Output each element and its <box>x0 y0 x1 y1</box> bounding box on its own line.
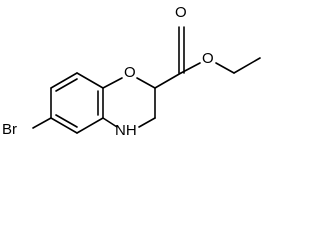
bond-n4-c4a <box>102 117 118 128</box>
double-bond-c7-c8-inner <box>55 78 78 92</box>
bromine-atom-label: Br <box>2 121 17 138</box>
bond-c5-c6 <box>50 117 78 134</box>
bond-c2-carbonyl-c <box>154 72 182 89</box>
bond-o1-c2 <box>136 77 156 89</box>
bond-c8a-o1 <box>102 77 123 89</box>
benzene-ring <box>50 72 104 134</box>
bond-carbonyl-c-ester-o <box>180 62 201 74</box>
ring-oxygen-atom-label: O <box>124 64 136 81</box>
bond-ch2-ch3 <box>233 57 261 74</box>
ester-oxygen-atom-label: O <box>202 50 214 67</box>
ring-nitrogen-atom-label: NH <box>115 122 137 139</box>
chemical-structure-diagram: Br O NH O O <box>2 4 261 139</box>
double-bond-c5-c6-inner <box>55 114 78 128</box>
bond-c4a-c5 <box>76 117 104 134</box>
bond-ester-o-ch2 <box>215 62 235 74</box>
bond-c6-br <box>32 117 52 129</box>
ethyl-ester-group <box>154 26 261 89</box>
carbonyl-oxygen-atom-label: O <box>175 4 187 21</box>
bond-c7-c8 <box>50 72 78 89</box>
oxazine-ring <box>102 77 156 128</box>
bond-c8-c8a <box>76 72 104 89</box>
bond-c3-n4 <box>138 117 156 128</box>
